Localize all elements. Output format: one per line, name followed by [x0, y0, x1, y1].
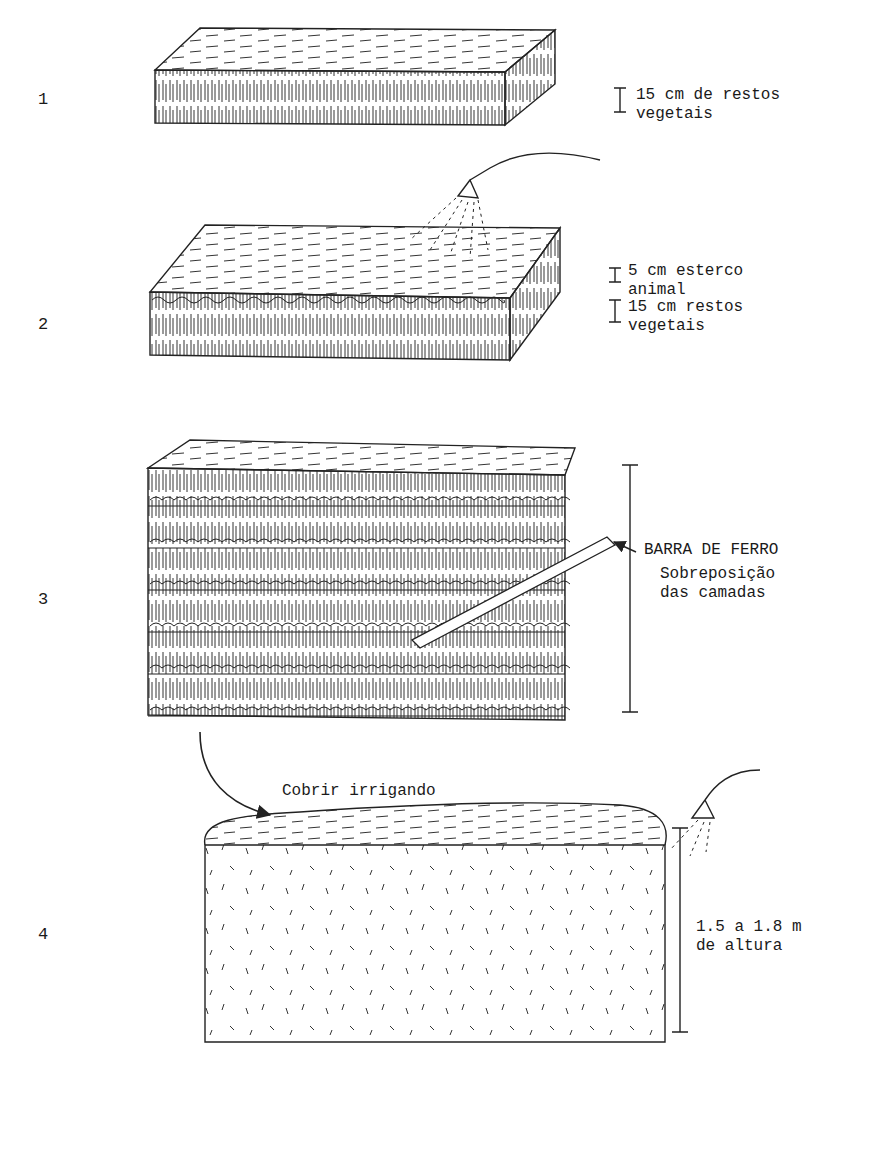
part-label: BARRA DE FERRO: [644, 541, 844, 560]
manure-layer: [150, 623, 570, 626]
layer-line: [148, 506, 565, 507]
manure-layer: [150, 497, 570, 500]
note-label: Sobreposição das camadas: [660, 565, 780, 603]
finished-pile: [205, 770, 760, 1042]
layer-line: [148, 632, 565, 633]
layer-line: [148, 548, 565, 549]
dimension-label: 15 cm restos vegetais: [628, 298, 828, 336]
note-label: Cobrir irrigando: [282, 782, 502, 801]
manure-layer: [150, 707, 570, 710]
manure-layer: [150, 539, 570, 542]
callout-number: 1: [38, 90, 68, 109]
dimension-label: 5 cm esterco animal: [628, 262, 768, 300]
layer-line: [148, 674, 565, 675]
slab-1: [155, 28, 626, 125]
dimension-label: 15 cm de restos vegetais: [636, 86, 836, 124]
callout-number: 3: [38, 590, 68, 609]
layer-line: [148, 590, 565, 591]
layer-stack: [148, 440, 638, 815]
callout-number: 4: [38, 925, 68, 944]
manure-layer: [150, 665, 570, 668]
callout-number: 2: [38, 315, 68, 334]
manure-layer: [150, 581, 570, 584]
layer-line: [148, 716, 565, 717]
dimension-label: 1.5 a 1.8 m de altura: [696, 918, 826, 956]
slab-2: [150, 153, 621, 360]
